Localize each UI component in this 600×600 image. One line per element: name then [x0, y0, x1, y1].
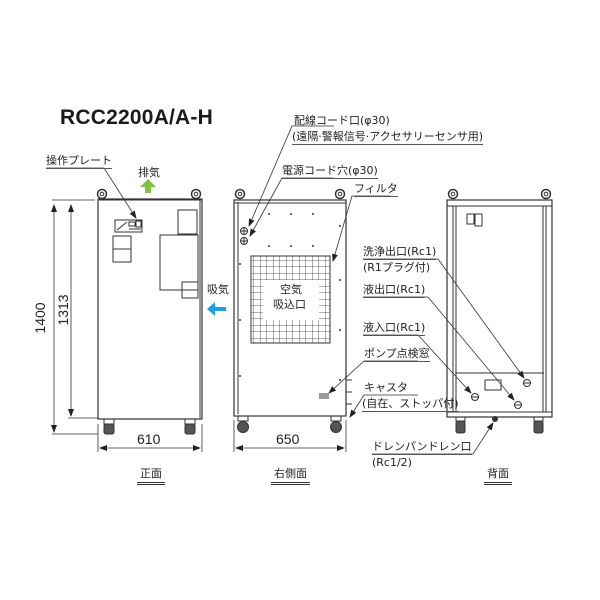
intake-arrow-icon: [207, 302, 226, 316]
operation-plate-label: 操作プレート: [46, 154, 112, 169]
rear-view-caption: 背面: [484, 465, 512, 485]
caster-icon: [237, 415, 249, 433]
drain-port-icon: [492, 416, 498, 422]
wiring-port-note: (遠隔·警報信号·アクセサリーセンサ用): [292, 130, 484, 145]
eyebolt-icon: [96, 188, 108, 200]
wash-outlet-note: (R1プラグ付): [363, 261, 431, 274]
dim-side-depth: 650: [276, 431, 300, 447]
pump-window-label: ポンプ点検窓: [364, 347, 430, 362]
eyebolt-icon: [447, 188, 459, 200]
port-icon: [471, 393, 479, 401]
port-icon: [240, 227, 248, 235]
power-cord-hole-label: 電源コード穴(φ30): [282, 164, 378, 179]
pump-window: [319, 393, 329, 399]
drain-port-size: (Rc1/2): [372, 456, 412, 469]
rear-view: [363, 188, 553, 455]
wash-outlet-label: 洗浄出口(Rc1): [363, 245, 437, 260]
air-intake-label-1: 空気: [280, 283, 302, 296]
liquid-inlet-label: 液入口(Rc1): [363, 321, 426, 336]
front-view-caption: 正面: [137, 465, 165, 485]
filter-label: フィルタ: [354, 182, 398, 197]
air-intake-label-2: 吸込口: [273, 298, 306, 311]
caster-label: キャスタ: [364, 381, 408, 394]
caster-icon: [330, 415, 342, 433]
caster-icon: [455, 416, 466, 434]
eyebolt-icon: [190, 188, 202, 200]
caster-note: (自在、ストッパ付): [362, 397, 459, 412]
liquid-outlet-label: 液出口(Rc1): [363, 283, 426, 298]
port-icon: [523, 379, 531, 387]
side-view: [233, 125, 418, 452]
wiring-port-label: 配線コード口(φ30): [294, 114, 390, 127]
side-view-caption: 右側面: [271, 465, 310, 485]
port-icon: [514, 401, 522, 409]
drain-port-label: ドレンパンドレン口: [372, 440, 472, 455]
caster-icon: [103, 418, 115, 435]
exhaust-arrow-icon: [140, 179, 156, 193]
dim-body-height: 1313: [55, 294, 71, 326]
dim-total-height: 1400: [32, 302, 48, 334]
eyebolt-icon: [334, 188, 346, 200]
eyebolt-icon: [540, 188, 552, 200]
caster-icon: [533, 416, 544, 434]
intake-label: 吸気: [207, 283, 229, 296]
caster-icon: [184, 418, 196, 435]
exhaust-label: 排気: [138, 166, 160, 179]
port-icon: [240, 237, 248, 245]
dim-front-width: 610: [137, 431, 161, 447]
eyebolt-icon: [234, 188, 246, 200]
model-title: RCC2200A/A-H: [60, 106, 213, 129]
